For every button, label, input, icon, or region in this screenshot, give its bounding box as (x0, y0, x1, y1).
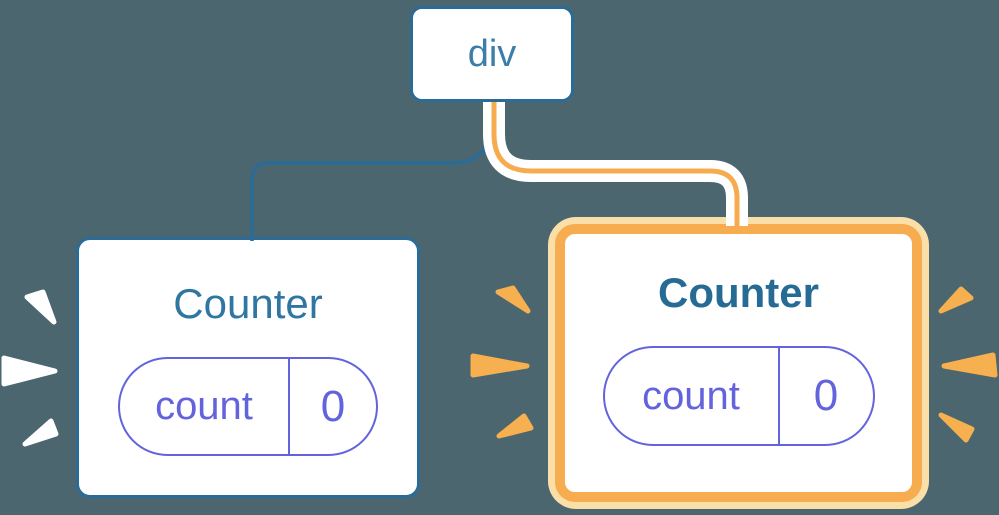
sparkle-mark-orange-right-middle-icon (941, 352, 998, 378)
counter-title: Counter (658, 269, 819, 316)
sparkle-mark-white-bottom-icon (22, 418, 59, 447)
state-pill: count 0 (602, 346, 875, 446)
state-value: 0 (813, 371, 839, 420)
connector-blue-edge (250, 101, 494, 241)
counter-card-left-content: Counter count 0 (79, 240, 417, 456)
counter-card-left: Counter count 0 (76, 237, 420, 498)
sparkle-mark-orange-left-bottom-icon (496, 413, 534, 439)
counter-title: Counter (173, 280, 323, 327)
sparkle-mark-white-middle-icon (1, 355, 58, 387)
sparkle-mark-orange-left-top-icon (495, 285, 531, 314)
state-value: 0 (320, 381, 346, 431)
sparkle-mark-orange-right-bottom-icon (938, 412, 975, 443)
connector-highlight-casing (483, 102, 748, 226)
root-node-label: div (467, 32, 517, 75)
sparkle-mark-white-top-icon (24, 289, 57, 325)
pill-divider (777, 348, 780, 444)
counter-card-right-content: Counter count 0 (565, 234, 912, 446)
pill-divider (288, 359, 290, 454)
state-pill: count 0 (118, 357, 378, 456)
root-node-div: div (410, 6, 574, 102)
sparkle-mark-orange-left-middle-icon (470, 353, 530, 378)
sparkle-mark-orange-right-top-icon (938, 286, 974, 314)
counter-card-right: Counter count 0 (555, 224, 922, 502)
state-key-label: count (155, 384, 253, 428)
counter-card-right-highlight-ring: Counter count 0 (548, 217, 929, 509)
state-key-label: count (642, 373, 740, 418)
connector-orange-edge (491, 102, 740, 227)
